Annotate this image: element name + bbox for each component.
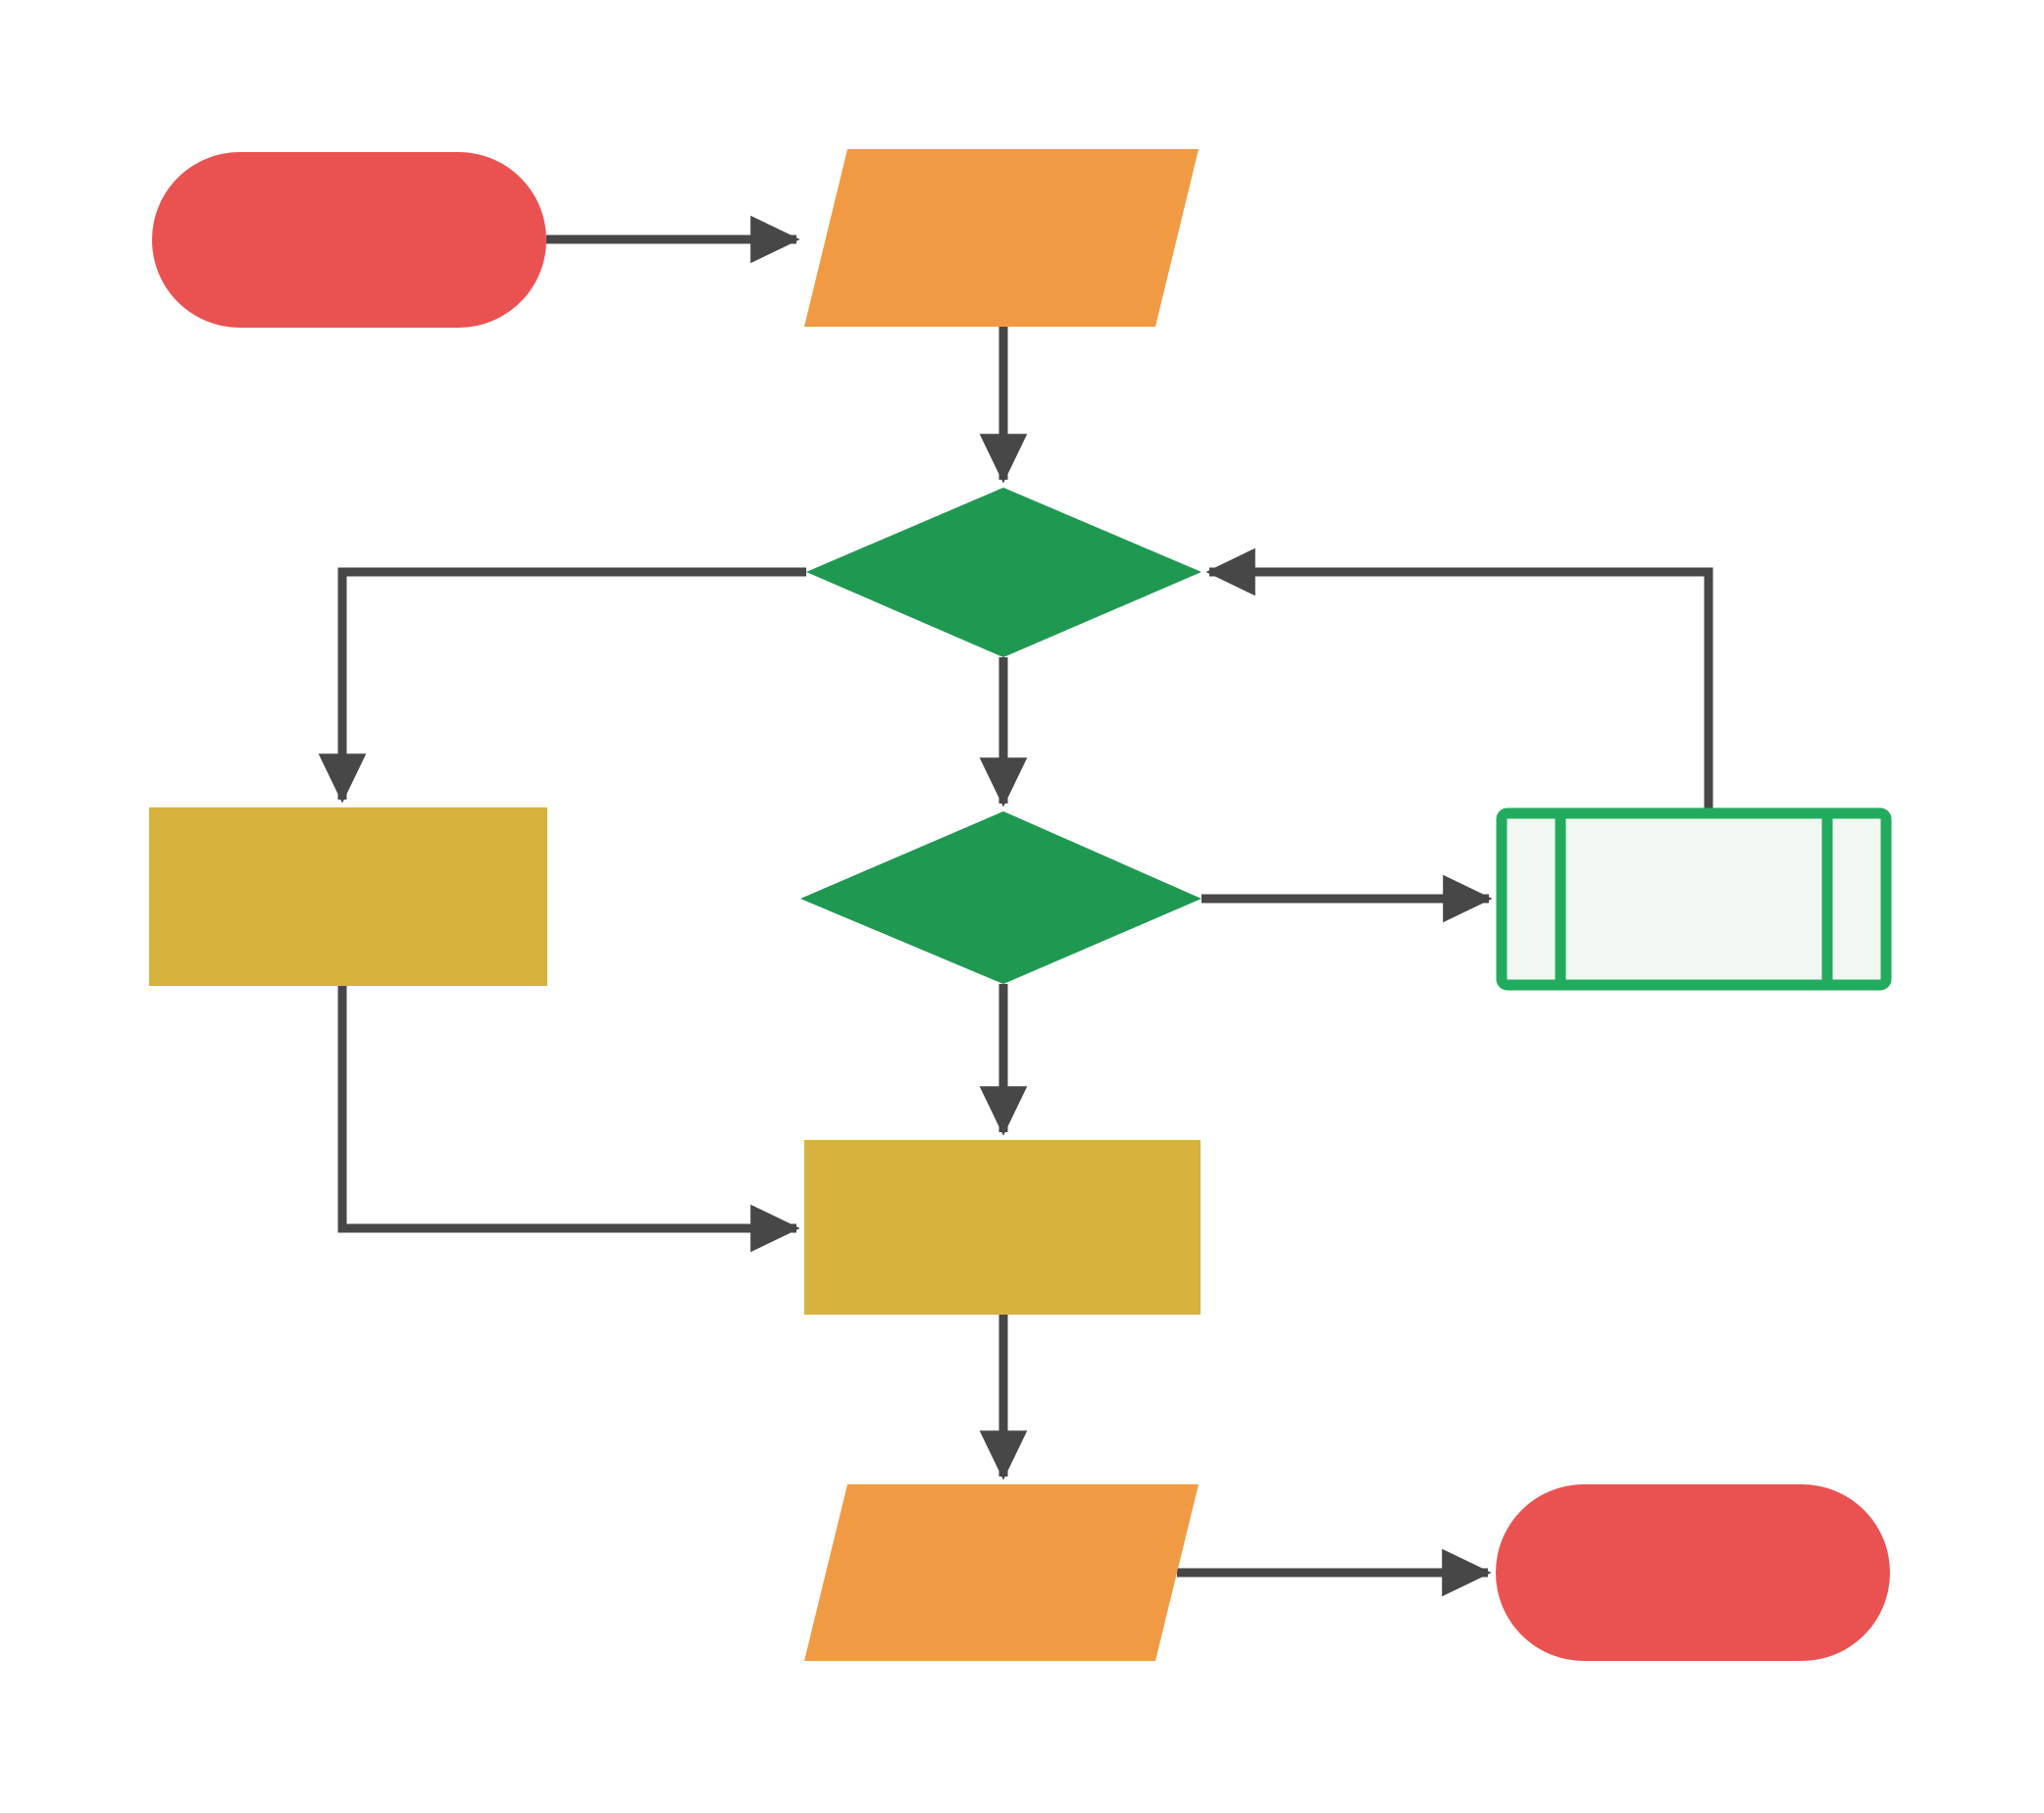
- process-left-shape[interactable]: [149, 807, 547, 986]
- node-start[interactable]: [152, 152, 546, 328]
- subroutine-shape[interactable]: [1496, 807, 1892, 991]
- node-end[interactable]: [1496, 1484, 1890, 1661]
- input-io-shape[interactable]: [804, 149, 1199, 327]
- edge-process-left-to-process-main: [337, 986, 800, 1253]
- decision-inner-shape[interactable]: [800, 811, 1201, 984]
- edge-layer: [318, 215, 1713, 1597]
- edge-subroutine-to-decision-outer: [1205, 547, 1713, 808]
- node-decision-outer[interactable]: [806, 488, 1201, 657]
- node-decision-inner[interactable]: [800, 811, 1201, 984]
- process-main-shape[interactable]: [804, 1140, 1201, 1315]
- edge-decision-outer-to-process-left: [318, 567, 806, 803]
- end-terminator-shape[interactable]: [1496, 1484, 1890, 1661]
- node-process-main[interactable]: [804, 1140, 1201, 1315]
- node-process-left[interactable]: [149, 807, 547, 986]
- decision-outer-shape[interactable]: [806, 488, 1201, 657]
- node-input[interactable]: [804, 149, 1199, 327]
- node-output[interactable]: [804, 1484, 1199, 1661]
- node-subroutine[interactable]: [1496, 807, 1892, 991]
- node-layer: [149, 149, 1892, 1661]
- start-terminator-shape[interactable]: [152, 152, 546, 328]
- output-io-shape[interactable]: [804, 1484, 1199, 1661]
